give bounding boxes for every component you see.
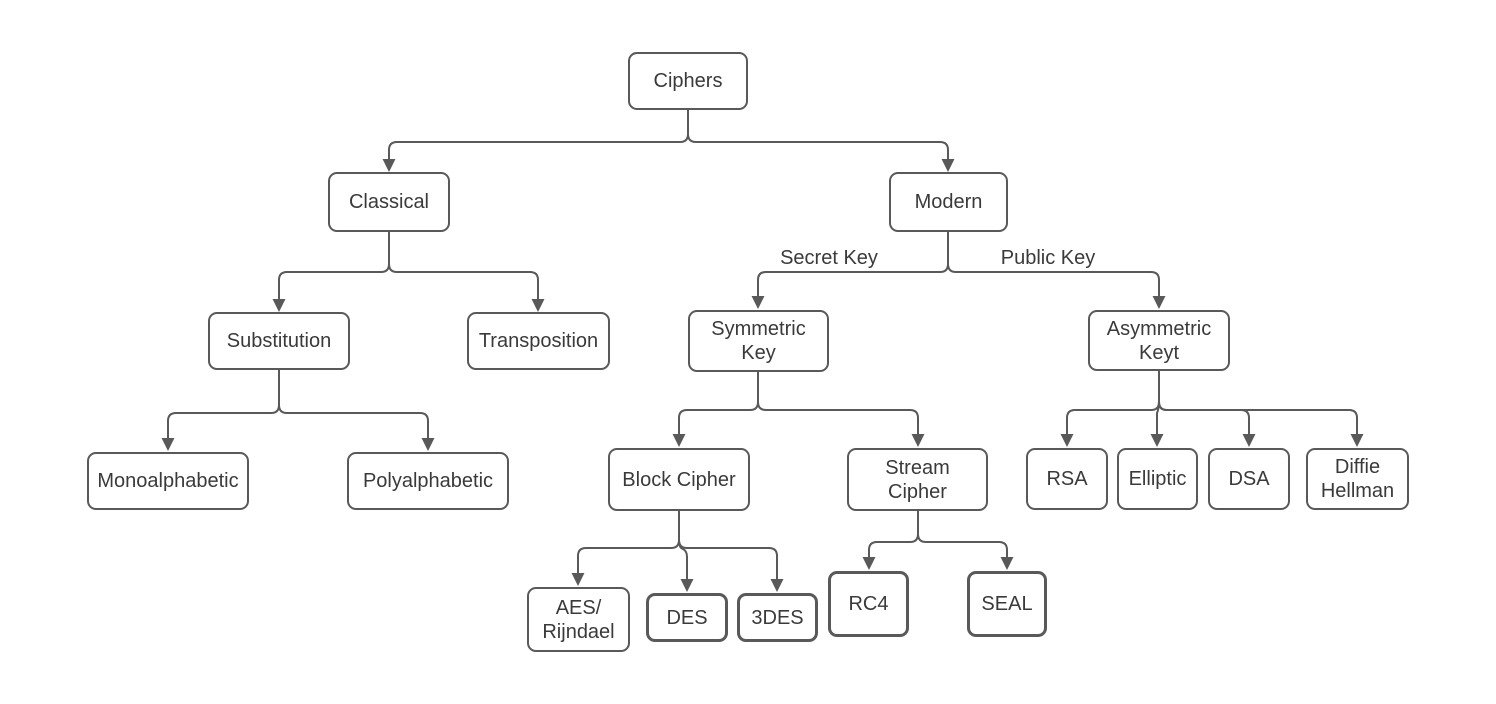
node-seal-label: SEAL: [981, 593, 1033, 615]
node-aes-rijndael: AES/ Rijndael: [527, 587, 630, 652]
node-transposition-label: Transposition: [478, 330, 599, 352]
edge-stream-seal: [917, 511, 1014, 570]
node-block-cipher-label: Block Cipher: [622, 468, 736, 491]
edge-label-secret-key: Secret Key: [778, 247, 880, 269]
node-elliptic-label: Elliptic: [1128, 468, 1187, 490]
node-rsa: RSA: [1026, 448, 1108, 510]
node-3des: 3DES: [737, 593, 818, 642]
edge-ciphers-classical: [382, 110, 689, 172]
edge-modern-symmetric: [751, 232, 949, 309]
node-des-label: DES: [666, 606, 708, 629]
node-rsa-label: RSA: [1046, 468, 1088, 490]
edge-label-public-key: Public Key: [998, 247, 1098, 269]
edge-classical-transposition: [388, 232, 545, 312]
node-stream-cipher: Stream Cipher: [847, 448, 988, 511]
node-asymmetric-keyt-label-line2: Keyt: [1138, 341, 1180, 364]
node-rc4: RC4: [828, 571, 909, 637]
edge-substitution-polyalphabetic: [278, 370, 435, 451]
node-stream-cipher-label-line1: Stream: [885, 456, 950, 479]
node-3des-label: 3DES: [751, 606, 804, 629]
node-modern-label: Modern: [914, 191, 983, 213]
edge-asymmetric-dsa: [1158, 371, 1256, 447]
node-des: DES: [646, 593, 728, 642]
node-symmetric-key-label-line1: Symmetric: [711, 318, 806, 340]
edge-symmetric-block: [672, 372, 759, 447]
node-polyalphabetic-label: Polyalphabetic: [362, 470, 494, 492]
node-asymmetric-keyt-label-line1: Asymmetric: [1106, 317, 1212, 340]
node-ciphers: Ciphers: [628, 52, 748, 110]
edge-ciphers-modern: [687, 110, 955, 172]
node-symmetric-key: Symmetric Key: [688, 310, 829, 372]
node-aes-rijndael-label-line1: AES/: [555, 596, 602, 619]
node-diffie-hellman-label-line2: Hellman: [1320, 480, 1395, 502]
node-classical-label: Classical: [348, 191, 430, 213]
node-modern: Modern: [889, 172, 1008, 232]
edge-symmetric-stream: [757, 372, 925, 447]
node-classical: Classical: [328, 172, 450, 232]
edge-classical-substitution: [272, 232, 390, 312]
node-aes-rijndael-label-line2: Rijndael: [542, 620, 615, 643]
node-ciphers-label: Ciphers: [653, 70, 723, 92]
node-rc4-label: RC4: [848, 593, 889, 615]
node-transposition: Transposition: [467, 312, 610, 370]
edge-block-aes: [571, 511, 680, 586]
node-diffie-hellman: Diffie Hellman: [1306, 448, 1409, 510]
edge-asymmetric-rsa: [1060, 371, 1160, 447]
node-asymmetric-keyt: Asymmetric Keyt: [1088, 310, 1230, 371]
node-elliptic: Elliptic: [1117, 448, 1198, 510]
edge-substitution-monoalphabetic: [161, 370, 280, 451]
edge-stream-rc4: [862, 511, 919, 570]
node-substitution: Substitution: [208, 312, 350, 370]
node-dsa: DSA: [1208, 448, 1290, 510]
node-polyalphabetic: Polyalphabetic: [347, 452, 509, 510]
node-monoalphabetic-label: Monoalphabetic: [97, 470, 239, 492]
node-substitution-label: Substitution: [226, 330, 332, 352]
edge-block-des: [678, 511, 694, 592]
edge-modern-asymmetric: [947, 232, 1166, 309]
node-seal: SEAL: [967, 571, 1047, 637]
edge-asymmetric-diffie: [1158, 371, 1364, 447]
node-dsa-label: DSA: [1228, 468, 1270, 490]
node-monoalphabetic: Monoalphabetic: [87, 452, 249, 510]
node-diffie-hellman-label-line1: Diffie: [1334, 456, 1381, 478]
node-stream-cipher-label-line2: Cipher: [888, 480, 947, 503]
node-symmetric-key-label-line2: Key: [741, 342, 776, 364]
edge-block-3des: [678, 511, 784, 592]
node-block-cipher: Block Cipher: [608, 448, 750, 511]
